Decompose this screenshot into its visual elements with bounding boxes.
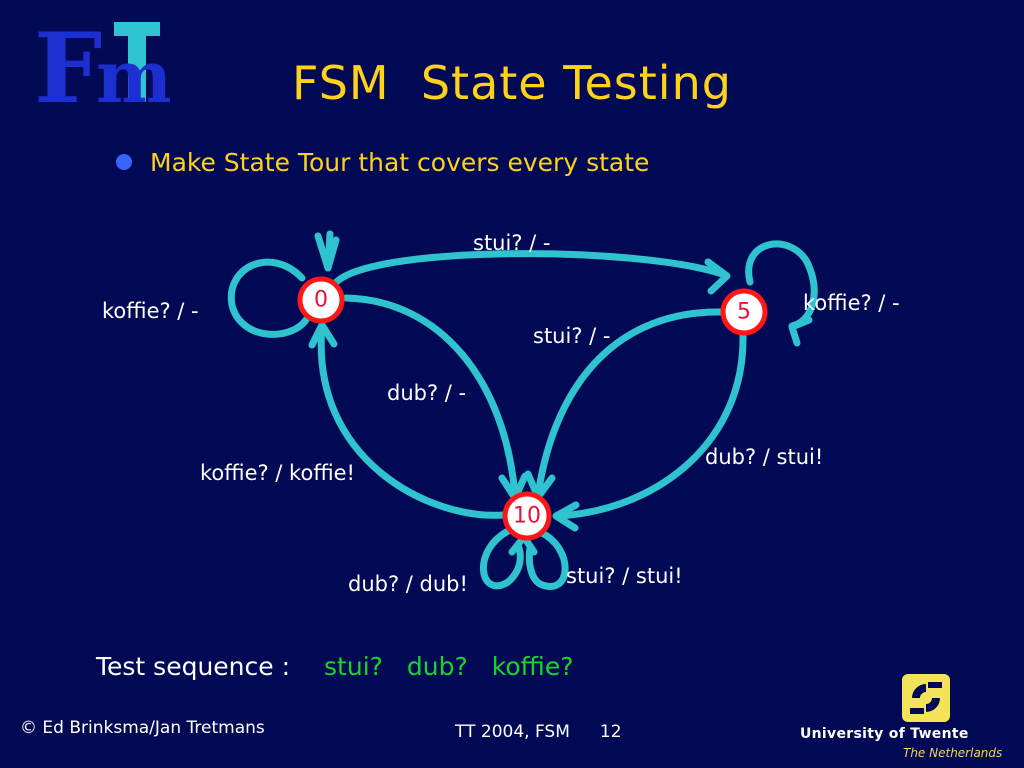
edge-0-to-5-arrowhead [704, 258, 731, 295]
logo-t-stem [128, 22, 146, 102]
logo-letter-m: m [96, 34, 170, 108]
university-name: University of Twente [800, 726, 969, 742]
state-0: 0 [297, 276, 345, 324]
edge-0-self-loop [227, 258, 310, 338]
footer-copyright: © Ed Brinksma/Jan Tretmans [20, 718, 265, 738]
edge-5-self-loop-arrowhead [788, 316, 813, 347]
state-5-circle [720, 288, 768, 336]
edge-0-to-5 [330, 250, 729, 289]
university-logo-icon [902, 674, 950, 722]
test-step-2: dub? [406, 652, 468, 681]
edge-label-0-self: koffie? / - [102, 299, 199, 323]
test-sequence: Test sequence : stui? dub? koffie? [96, 652, 597, 681]
state-5: 5 [720, 288, 768, 336]
edge-label-5-self: koffie? / - [803, 291, 900, 315]
edge-label-0-to-10-dub: dub? / - [387, 381, 466, 405]
footer-page-number: 12 [599, 722, 622, 742]
edge-10-self-loop-dub [480, 526, 524, 590]
footer-course: TT 2004, FSM [455, 722, 570, 742]
edge-label-10-self-dub: dub? / dub! [348, 572, 468, 596]
edge-label-5-to-10-dub: dub? / stui! [705, 445, 823, 469]
university-country: The Netherlands [903, 746, 1003, 760]
edge-0-to-10-dub [342, 294, 519, 499]
edge-5-to-10-dub [554, 331, 747, 520]
test-step-3: koffie? [491, 652, 574, 681]
edge-label-10-to-0-koffie: koffie? / koffie! [200, 461, 355, 485]
state-10-label: 10 [513, 504, 541, 529]
state-0-label: 0 [314, 288, 328, 313]
edge-label-0-to-5: stui? / - [473, 231, 550, 255]
state-10-circle [502, 491, 552, 541]
state-5-label: 5 [737, 300, 751, 325]
edge-label-5-to-10-stui: stui? / - [533, 324, 610, 348]
edge-10-to-0-koffie [317, 322, 507, 519]
footer-course-info: TT 2004, FSM 12 [455, 722, 622, 742]
logo-letter-f: F [34, 16, 102, 108]
edge-10-self-loop-stui [525, 528, 569, 590]
state-0-circle [297, 276, 345, 324]
bullet-dot-icon [116, 154, 132, 170]
edge-10-to-0-koffie-arrowhead [308, 321, 338, 349]
state-10: 10 [502, 491, 552, 541]
bullet-text: Make State Tour that covers every state [150, 147, 650, 177]
slide-title: FSM State Testing [292, 56, 732, 110]
test-sequence-prefix: Test sequence : [96, 652, 291, 681]
edge-5-to-10-dub-arrowhead [552, 501, 580, 532]
edge-5-to-10-stui [534, 308, 726, 499]
edge-5-self-loop [745, 240, 818, 330]
edge-initial-0-arrowhead [314, 232, 340, 272]
test-step-1: stui? [324, 652, 383, 681]
bullet-item: Make State Tour that covers every state [116, 146, 649, 178]
fmt-logo: F m [34, 16, 170, 108]
edge-label-10-self-stui: stui? / stui! [566, 564, 683, 588]
